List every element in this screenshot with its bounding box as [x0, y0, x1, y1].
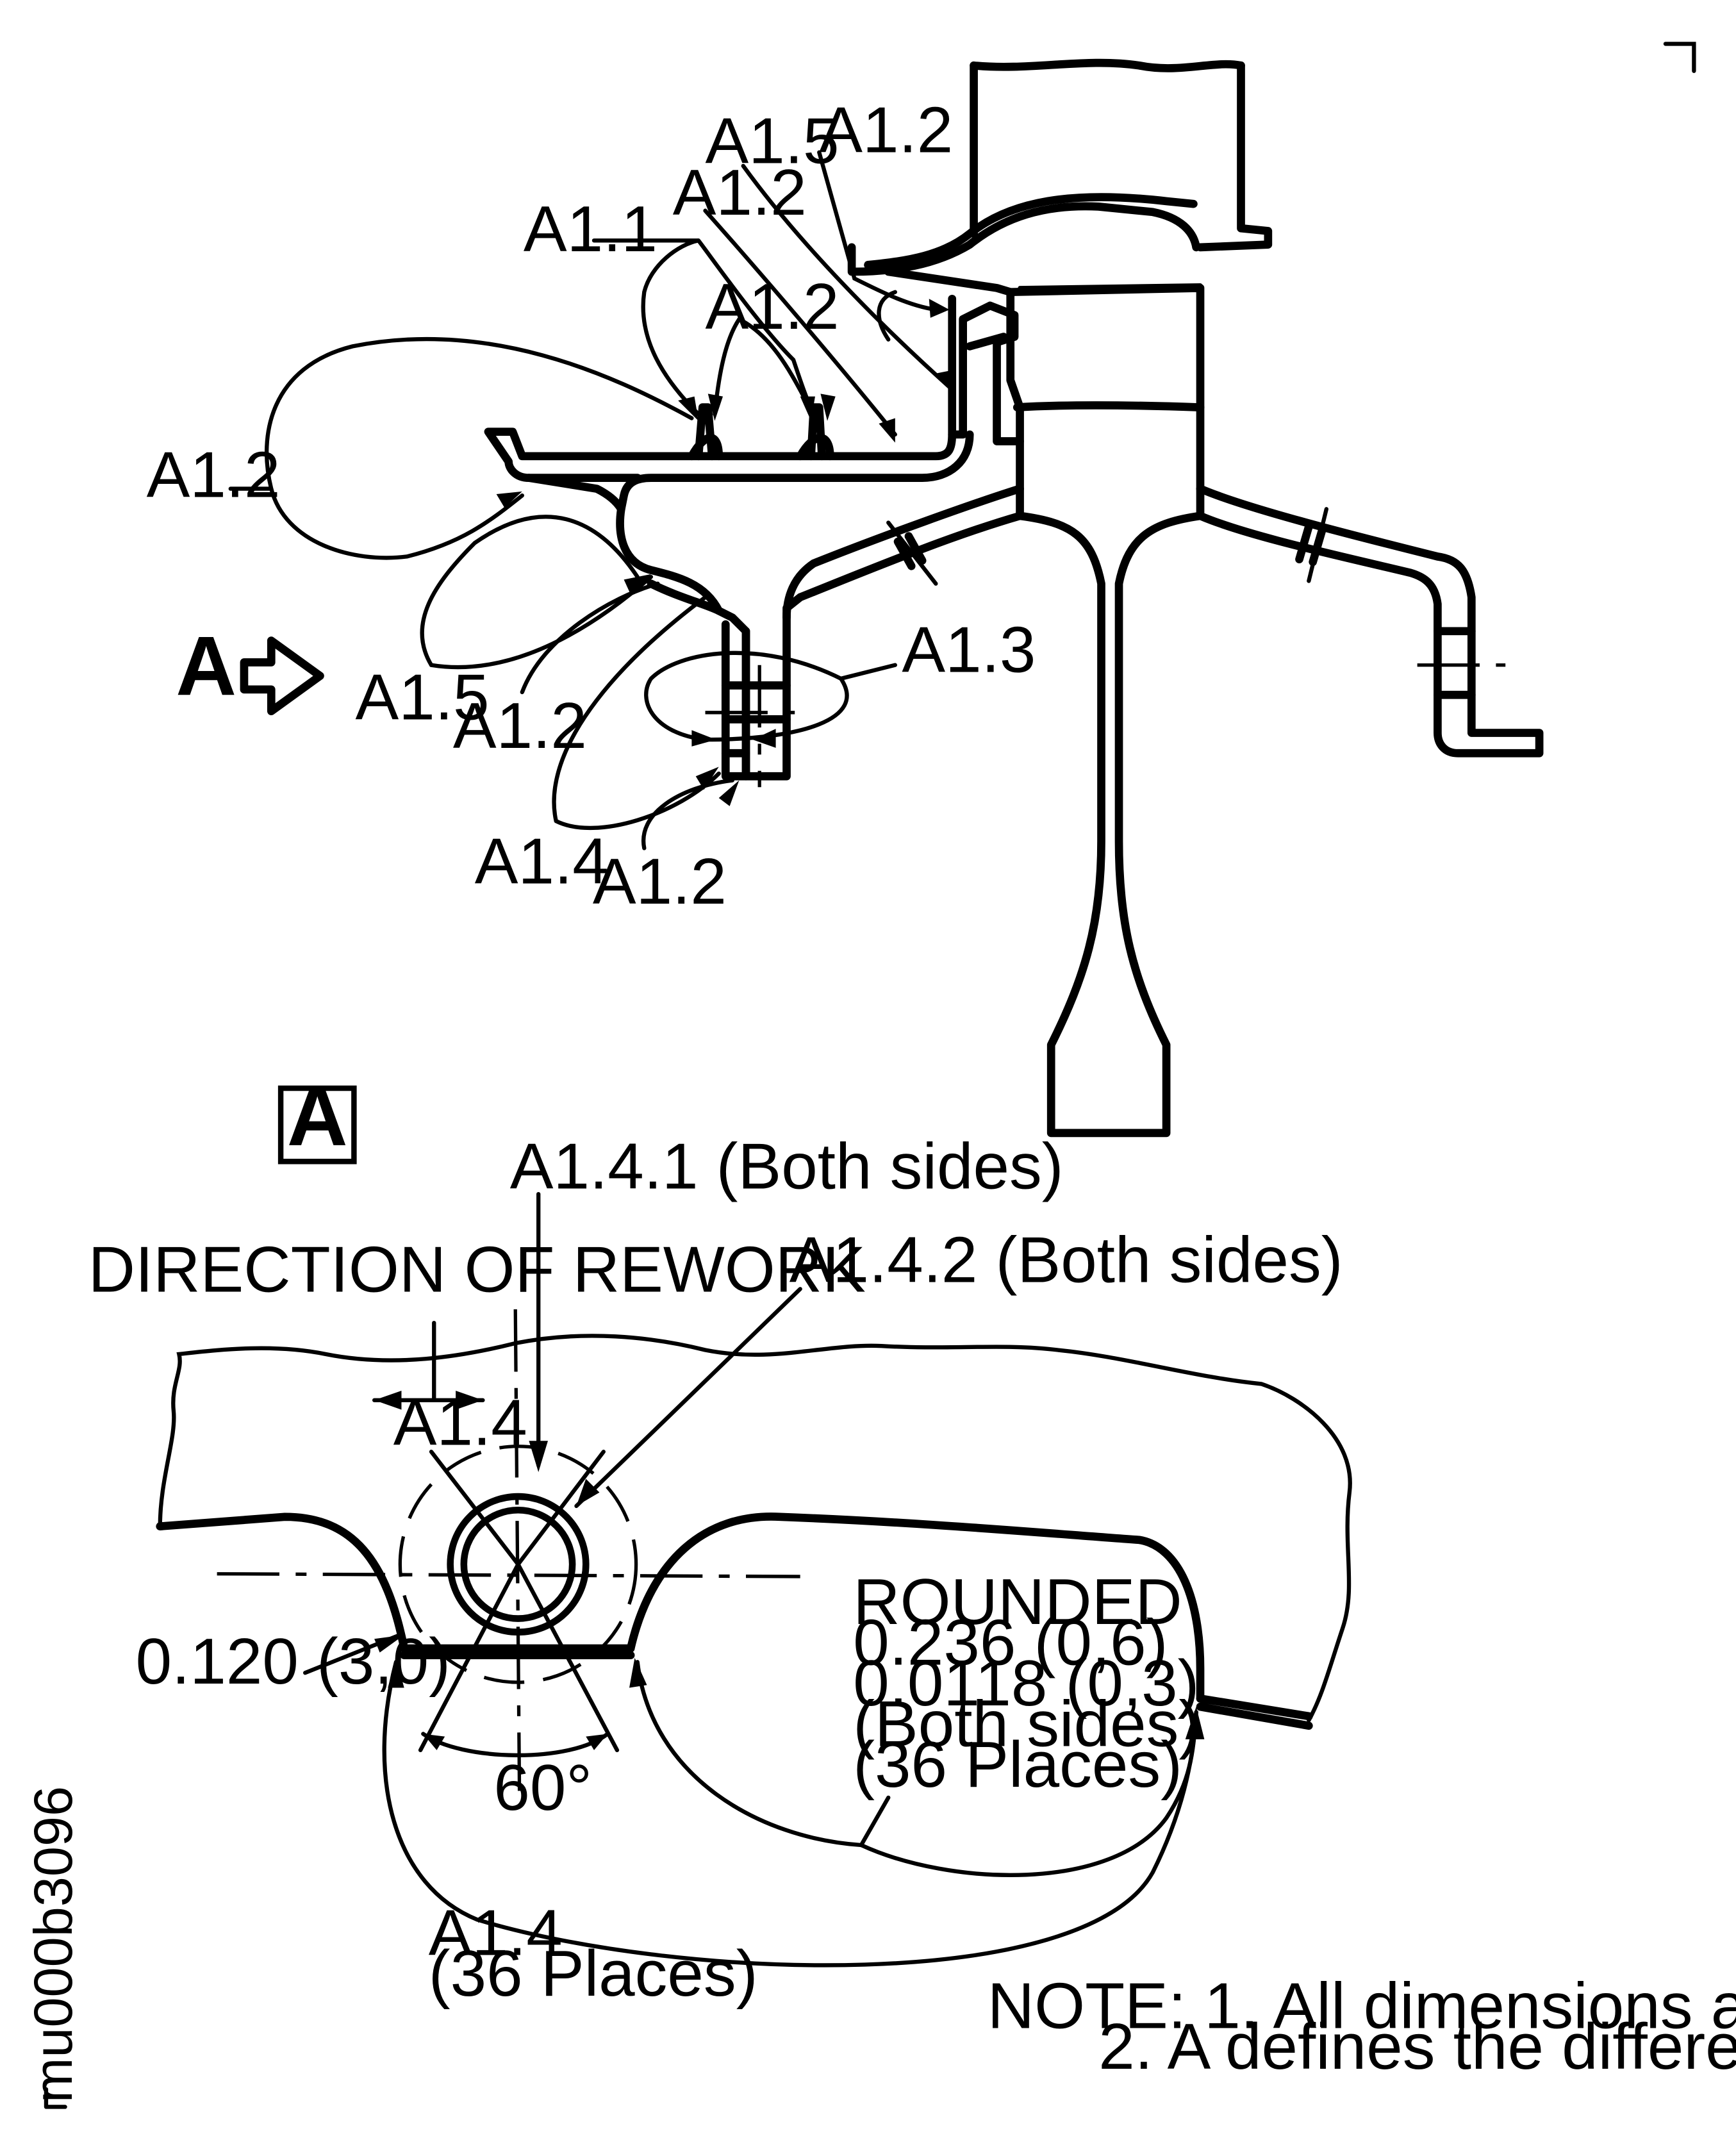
label-a1-2-bottom: A1.2 — [593, 845, 727, 918]
top-callout-leaders — [228, 150, 952, 850]
label-angle-60: 60° — [493, 1751, 592, 1824]
label-a1-2-top-right: A1.2 — [819, 94, 953, 167]
disc-cross-section — [484, 58, 1544, 1138]
label-a1-4-small: A1.4 — [393, 1386, 527, 1459]
label-dim-0-120: 0.120 (3,0) — [136, 1625, 451, 1698]
corner-mark — [1663, 42, 1696, 73]
hole-detail — [217, 1309, 800, 1791]
label-a1-4-2: A1.4.2 (Both sides) — [789, 1223, 1343, 1296]
label-a1-2-upper: A1.2 — [673, 156, 807, 229]
label-a1-4: A1.4 — [475, 824, 609, 897]
label-a1-2-left: A1.2 — [147, 438, 281, 511]
label-direction-of-rework: DIRECTION OF REWORK — [88, 1232, 866, 1305]
top-callout-arrowheads — [496, 299, 957, 806]
rounded-line-4: (Both sides) — [853, 1687, 1200, 1760]
label-a1-1: A1.1 — [524, 192, 657, 265]
label-a1-4-1: A1.4.1 (Both sides) — [510, 1130, 1064, 1203]
rounded-line-1: ROUNDED — [853, 1565, 1182, 1638]
figure-id-mark — [44, 2087, 67, 2109]
label-a1-2-bottom-mid: A1.2 — [453, 689, 587, 762]
rounded-note: ROUNDED 0.236 (0,6) 0.0118 (0,3) (Both s… — [853, 1565, 1200, 1801]
rounded-line-5: (36 Places) — [853, 1728, 1182, 1801]
a1-4-places-note: A1.4 (36 Places) — [429, 1896, 758, 2009]
figure-id: mu000b3096 — [22, 1786, 83, 2103]
note-line-2: 2. A defines the different areas — [1098, 2010, 1736, 2083]
a1-4-places-line-2: (36 Places) — [429, 1937, 758, 2010]
rounded-line-3: 0.0118 (0,3) — [853, 1646, 1199, 1719]
detail-view-label: A — [287, 1069, 348, 1163]
view-arrow: A — [176, 618, 324, 716]
label-a1-5-top: A1.5 — [706, 104, 839, 178]
view-arrow-label: A — [176, 618, 236, 713]
label-a1-3: A1.3 — [902, 613, 1036, 686]
label-a1-5-bottom: A1.5 — [355, 660, 489, 733]
detail-leaders — [303, 1191, 1205, 1967]
rounded-line-2: 0.236 (0,6) — [853, 1606, 1168, 1679]
note-line-1: NOTE: 1. All dimensions are in in. and (… — [988, 1969, 1736, 2042]
detail-view-box: A — [277, 1069, 357, 1164]
a1-4-places-line-1: A1.4 — [429, 1896, 563, 1969]
label-a1-2-mid: A1.2 — [706, 270, 839, 343]
